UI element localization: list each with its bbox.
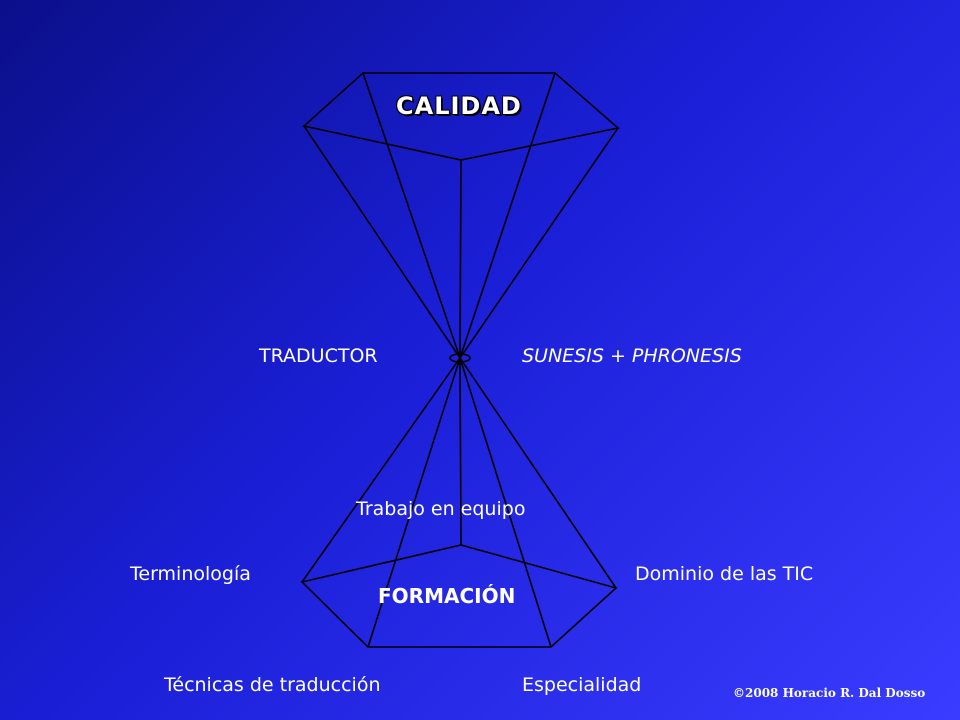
top-edge-line: [362, 72, 461, 359]
training-title: FORMACIÓN: [378, 584, 516, 608]
bottom-edge-line: [459, 357, 552, 648]
bottom-edge-line: [459, 357, 462, 546]
bottom-hexagon: [300, 544, 618, 648]
top-hexagon: [302, 72, 620, 161]
teamwork-label: Trabajo en equipo: [356, 498, 526, 520]
top-edge-line: [459, 72, 556, 359]
techniques-label: Técnicas de traducción: [164, 674, 381, 696]
bottom-edge-line: [301, 357, 461, 583]
terminology-label: Terminología: [130, 563, 251, 585]
top-edge-line: [459, 159, 462, 359]
specialty-label: Especialidad: [522, 674, 642, 696]
bottom-edge-line: [367, 357, 461, 648]
top-edge-line: [459, 127, 619, 359]
bottom-edge-line: [459, 357, 617, 589]
ict-label: Dominio de las TIC: [635, 563, 814, 585]
copyright-notice: ©2008 Horacio R. Dal Dosso: [733, 686, 926, 700]
sunesis-phronesis-label: SUNESIS + PHRONESIS: [522, 345, 742, 367]
top-edge-line: [303, 125, 461, 359]
translator-label: TRADUCTOR: [259, 345, 378, 367]
quality-title: CALIDAD: [396, 92, 522, 120]
